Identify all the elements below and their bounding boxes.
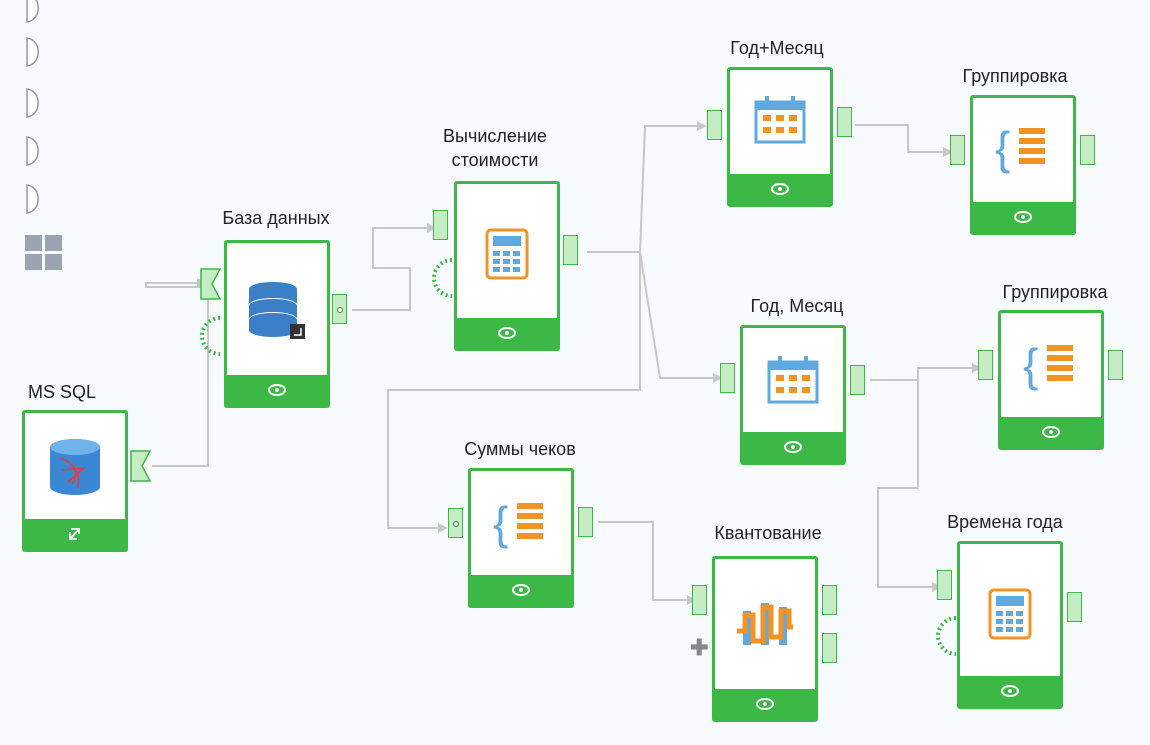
node-title-seasons: Времена года	[947, 512, 1063, 532]
moon-icon[interactable]	[24, 87, 46, 119]
input-port[interactable]	[448, 508, 463, 538]
moon-icon[interactable]	[24, 183, 46, 215]
node-title-quantization: Квантование	[714, 523, 822, 543]
node-title-year-month: Год, Месяц	[750, 296, 844, 316]
database-icon	[227, 281, 327, 341]
node-footer	[1001, 417, 1101, 447]
node-year-month[interactable]	[740, 325, 846, 465]
svg-text:{: {	[493, 497, 508, 549]
eye-icon[interactable]	[497, 326, 517, 340]
title-line: стоимости	[451, 150, 539, 170]
node-check-sums[interactable]: {	[468, 468, 574, 608]
node-title-check-sums: Суммы чеков	[464, 439, 576, 459]
optional-port[interactable]	[432, 258, 454, 298]
node-group-2[interactable]: {	[998, 310, 1104, 450]
output-port[interactable]	[822, 633, 837, 663]
node-footer	[960, 676, 1060, 706]
moon-icon[interactable]	[24, 0, 46, 24]
node-footer	[457, 318, 557, 348]
calendar-icon	[743, 356, 843, 404]
svg-text:{: {	[1023, 339, 1038, 391]
eye-icon[interactable]	[1013, 210, 1033, 224]
optional-port[interactable]	[200, 316, 222, 356]
input-port[interactable]	[978, 350, 993, 380]
node-quantization[interactable]	[712, 556, 818, 722]
plus-icon[interactable]: ✚	[690, 635, 709, 660]
node-group-1[interactable]: {	[970, 95, 1076, 235]
node-title-calc-cost: Вычисление стоимости	[420, 124, 570, 172]
output-port[interactable]	[1067, 592, 1082, 622]
node-seasons[interactable]	[957, 541, 1063, 709]
import-icon[interactable]	[67, 526, 83, 542]
eye-icon[interactable]	[783, 440, 803, 454]
svg-text:{: {	[995, 122, 1010, 174]
output-port[interactable]	[837, 107, 852, 137]
sql-server-icon	[25, 438, 125, 496]
node-year-plus-month[interactable]	[727, 67, 833, 207]
node-title-group-1: Группировка	[962, 66, 1068, 86]
eye-icon[interactable]	[1000, 684, 1020, 698]
output-port[interactable]	[1080, 135, 1095, 165]
eye-icon[interactable]	[755, 697, 775, 711]
node-calc-cost[interactable]	[454, 181, 560, 351]
grouping-icon: {	[1001, 335, 1101, 393]
optional-port[interactable]	[936, 616, 958, 656]
output-port[interactable]	[578, 507, 593, 537]
input-port[interactable]	[692, 585, 707, 615]
input-port[interactable]	[720, 363, 735, 393]
input-port[interactable]	[950, 135, 965, 165]
node-title-year-plus-month: Год+Месяц	[730, 38, 824, 58]
output-port[interactable]	[1108, 350, 1123, 380]
title-line: Вычисление	[443, 126, 547, 146]
eye-icon[interactable]	[267, 383, 287, 397]
node-title-group-2: Группировка	[1002, 282, 1108, 302]
output-port[interactable]	[563, 235, 578, 265]
input-port[interactable]	[707, 110, 722, 140]
node-ms-sql[interactable]	[22, 410, 128, 552]
node-footer	[715, 689, 815, 719]
output-port[interactable]	[822, 585, 837, 615]
output-port[interactable]	[332, 294, 347, 324]
node-footer	[25, 519, 125, 549]
quantization-icon	[715, 601, 815, 645]
grouping-icon: {	[471, 493, 571, 551]
node-footer	[227, 375, 327, 405]
node-title-ms-sql: MS SQL	[27, 382, 97, 402]
eye-icon[interactable]	[1041, 425, 1061, 439]
node-footer	[743, 432, 843, 462]
node-footer	[973, 202, 1073, 232]
calculator-icon	[960, 588, 1060, 640]
moon-icon[interactable]	[24, 135, 46, 167]
side-toolbar	[0, 0, 120, 300]
input-port-flag[interactable]	[200, 268, 222, 300]
node-title-database: База данных	[222, 208, 330, 228]
calendar-icon	[730, 96, 830, 144]
input-port[interactable]	[937, 570, 952, 600]
output-port-flag[interactable]	[130, 450, 152, 482]
output-port[interactable]	[850, 365, 865, 395]
node-footer	[471, 575, 571, 605]
grouping-icon: {	[973, 118, 1073, 176]
eye-icon[interactable]	[770, 182, 790, 196]
eye-icon[interactable]	[511, 583, 531, 597]
moon-icon[interactable]	[24, 36, 46, 68]
input-port[interactable]	[433, 210, 448, 240]
calculator-icon	[457, 228, 557, 280]
grid-icon[interactable]	[25, 235, 65, 271]
node-footer	[730, 174, 830, 204]
node-database[interactable]	[224, 240, 330, 408]
